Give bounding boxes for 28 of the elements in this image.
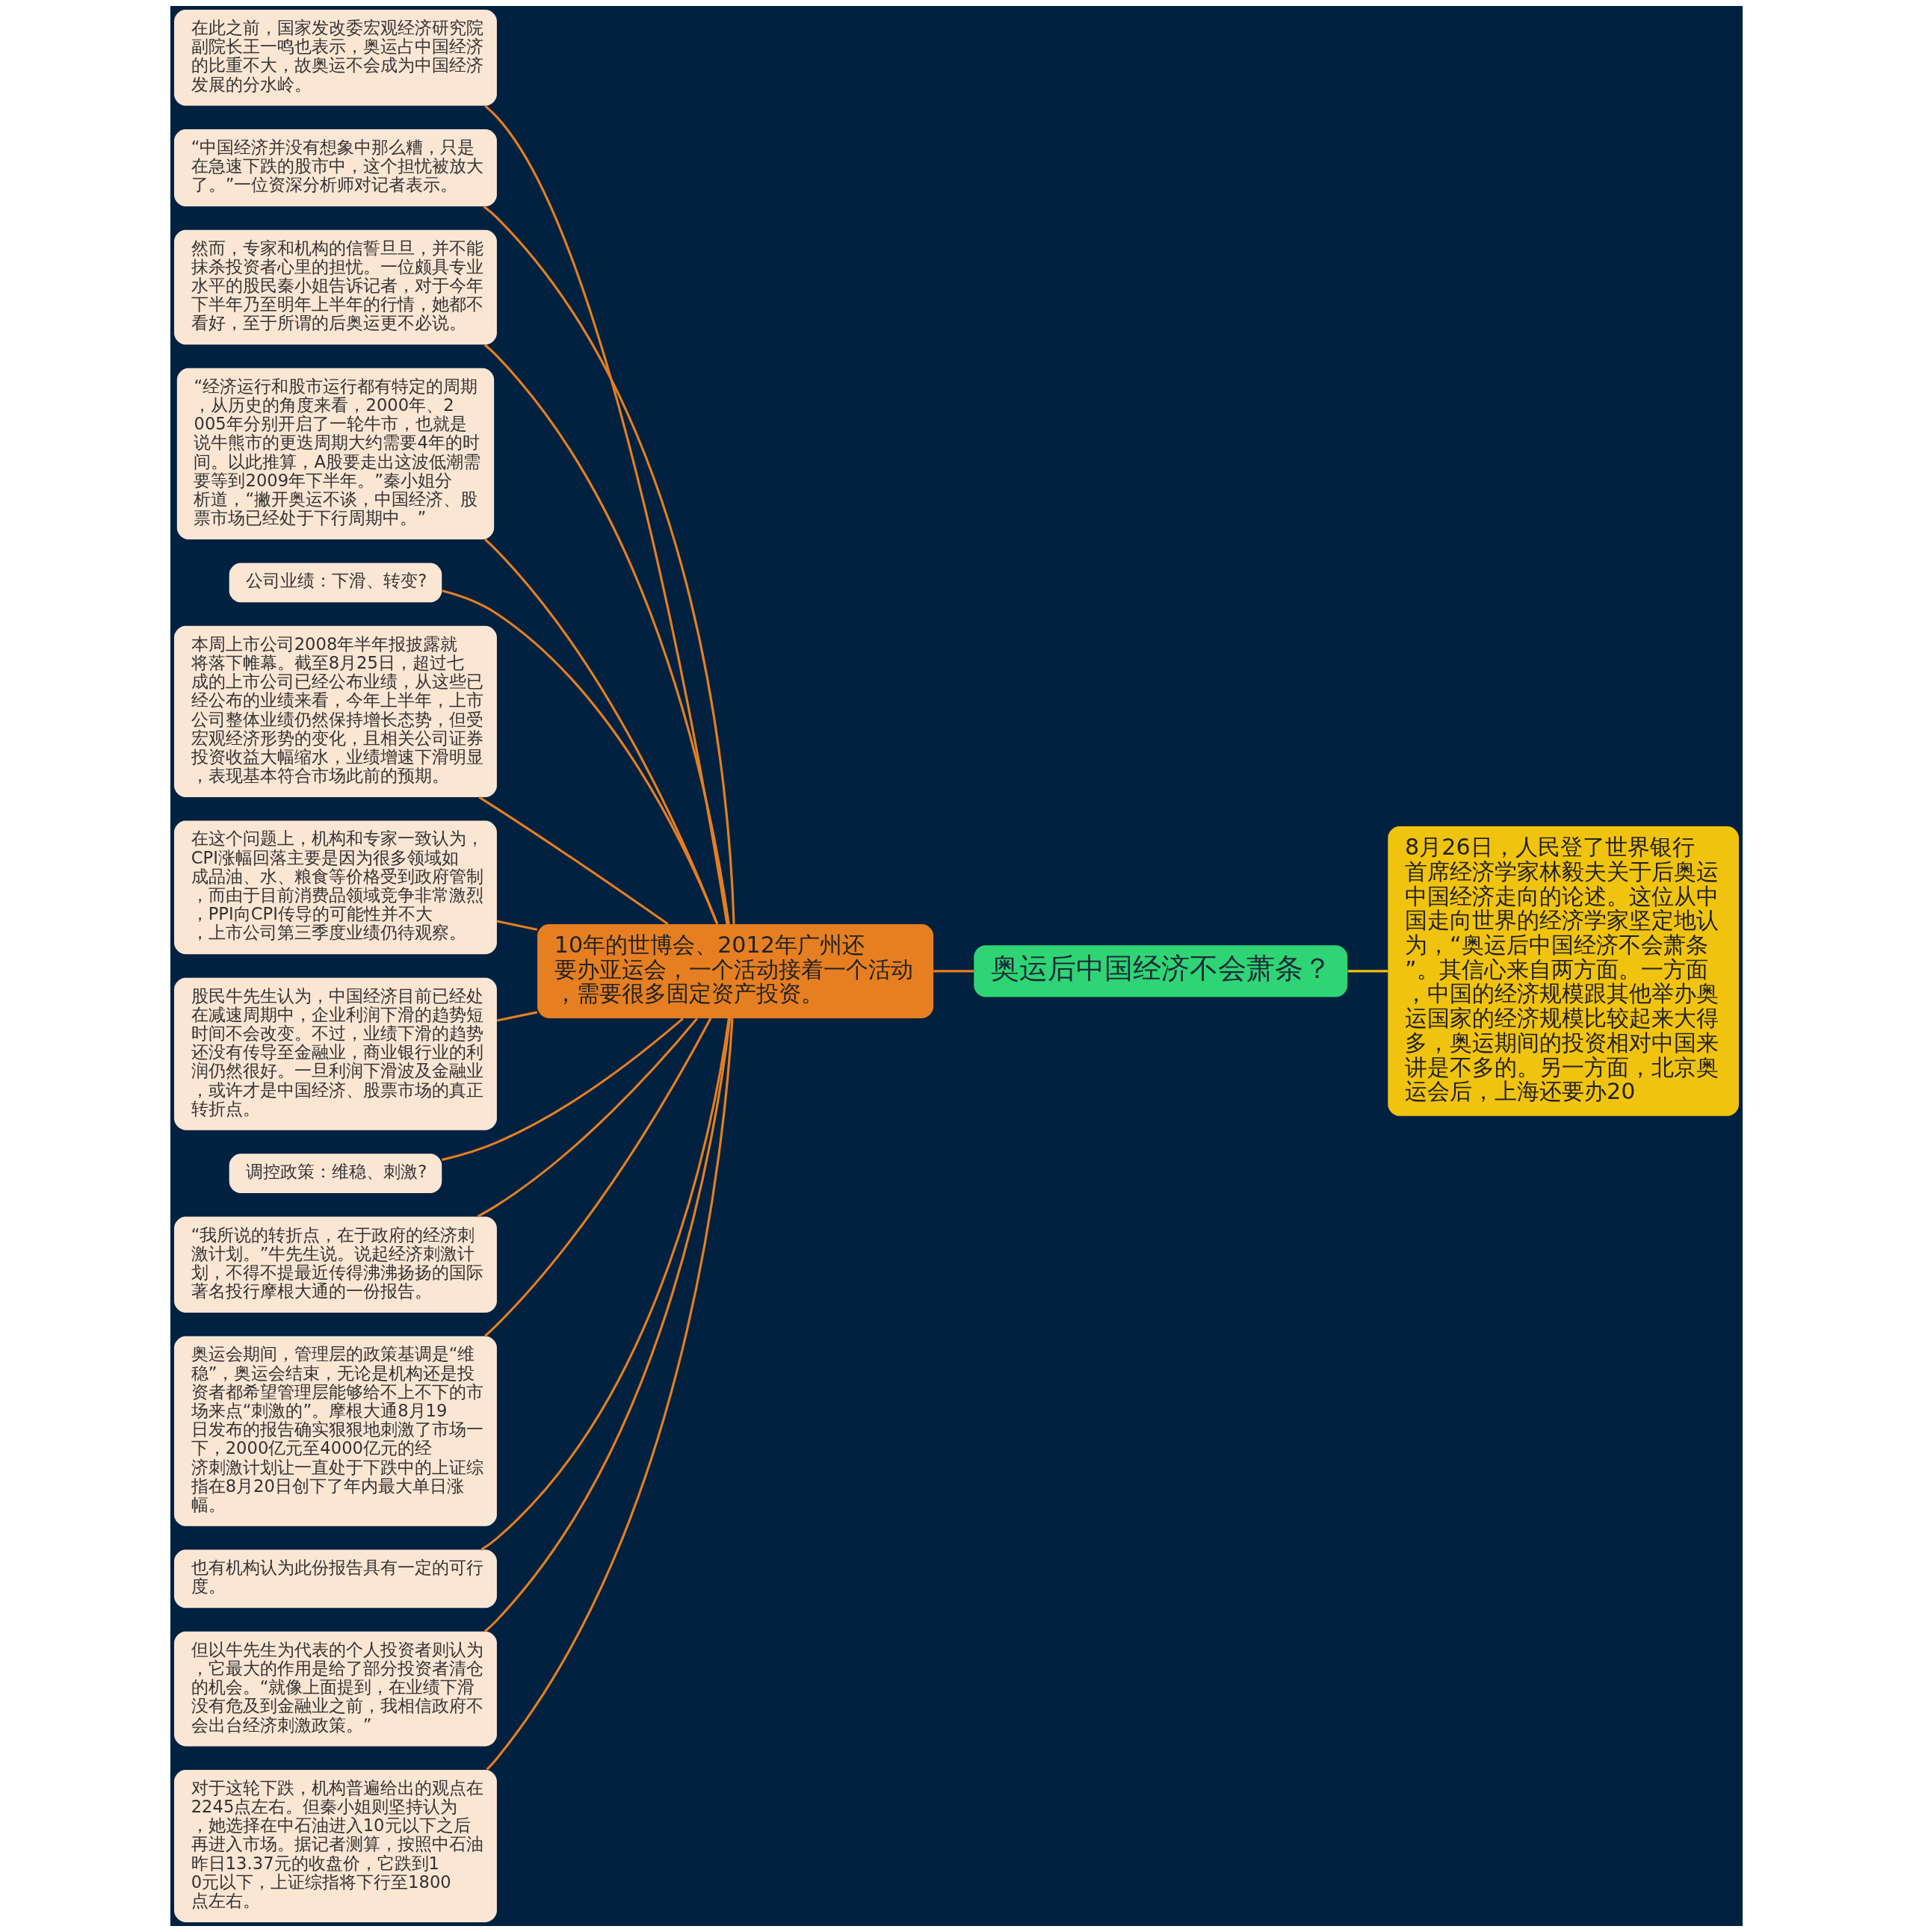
connector (484, 1018, 712, 1337)
node-box: 8月26日，人民登了世界银行首席经济学家林毅夫关于后奥运中国经济走向的论述。这位从中国走向世界的经济学家坚定地认为，“奥运后中国经济不会萧条”。其信心来自两方面。一方面，中国的经济规模跟其他举办奥运国家的经济规模比较起来大得多，奥运期间的投资相对中国来讲是不多的。另一方面，北京奥运会后，上海还要办20 (1388, 826, 1739, 1116)
node-box: 调控政策：维稳、刺激? (229, 1154, 442, 1194)
connector (483, 344, 730, 925)
node-box: 也有机构认为此份报告具有一定的可行度。 (174, 1549, 497, 1609)
node-box: 但以牛先生为代表的个人投资者则认为，它最大的作用是给了部分投资者清仓的机会。“就像上面提到，在业绩下滑没有危及到金融业之前，我相信政府不会出台经济刺激政策。” (174, 1631, 497, 1747)
connector (933, 970, 974, 973)
node-box: 股民牛先生认为，中国经济目前已经处在减速周期中，企业利润下滑的趋势短时间不会改变。不过，业绩下滑的趋势还没有传导至金融业，商业银行业的利润仍然很好。一旦利润下滑波及金融业，或许才是中国经济、股票市场的真正转折点。 (174, 977, 497, 1130)
node-box: 在此之前，国家发改委宏观经济研究院副院长王一鸣也表示，奥运占中国经济的比重不大，故奥运不会成为中国经济发展的分水岭。 (174, 10, 497, 106)
node-box: 在这个问题上，机构和专家一致认为，CPI涨幅回落主要是因为很多领域如成品油、水、粮食等价格受到政府管制，而由于目前消费品领域竞争非常激烈，PPI向CPI传导的可能性并不大，上市公司第三季度业绩仍待观察。 (174, 820, 497, 955)
node-box: “经济运行和股市运行都有特定的周期，从历史的角度来看，2000年、2005年分别开启了一轮牛市，也就是说牛熊市的更迭周期大约需要4年的时间。以此推算，A股要走出这波低潮需要等到2009年下半年。”秦小姐分析道，“撇开奥运不谈，中国经济、股票市场已经处于下行周期中。” (176, 368, 495, 539)
connector (478, 796, 669, 926)
connector (496, 920, 538, 931)
node-box: 然而，专家和机构的信誓旦旦，并不能抹杀投资者心里的担忧。一位颇具专业水平的股民秦小姐告诉记者，对于今年下半年乃至明年上半年的行情，她都不看好，至于所谓的后奥运更不必说。 (174, 229, 497, 345)
connector (442, 1018, 684, 1161)
node-box: “中国经济并没有想象中那么糟，只是在急速下跌的股市中，这个担忧被放大了。”一位资深分析师对记者表示。 (174, 129, 497, 207)
node-box: 奥运会期间，管理层的政策基调是“维稳”，奥运会结束，无论是机构还是投资者都希望管理层能够给不上不下的市场来点“刺激的”。摩根大通8月19日发布的报告确实狠狠地刺激了市场一下，2000亿元至4000亿元的经济刺激计划让一直处于下跌中的上证综指在8月20日创下了年内最大单日涨幅。 (174, 1336, 497, 1526)
connector (442, 589, 719, 925)
node-box: 本周上市公司2008年半年报披露就将落下帷幕。截至8月25日，超过七成的上市公司已经公布业绩，从这些已经公布的业绩来看，今年上半年，上市公司整体业绩仍然保持增长态势，但受宏观经济形势的变化，且相关公司证券投资收益大幅缩水，业绩增速下滑明显，表现基本符合市场此前的预期。 (174, 625, 497, 797)
connector (477, 1018, 699, 1218)
node-box: 奥运后中国经济不会萧条？ (974, 945, 1348, 997)
connector (486, 1018, 734, 1771)
connector (496, 1011, 538, 1022)
node-box: 对于这轮下跌，机构普遍给出的观点在2245点左右。但秦小姐则坚持认为，她选择在中石油进入10元以下之后再进入市场。据记者测算，按照中石油昨日13.37元的收盘价，它跌到10元以下，上证综指将下行至1800点左右。 (174, 1769, 497, 1922)
node-box: “我所说的转折点，在于政府的经济刺激计划。”牛先生说。说起经济刺激计划，不得不提最近传得沸沸扬扬的国际著名投行摩根大通的一份报告。 (174, 1216, 497, 1313)
connector (1347, 970, 1388, 973)
node-box: 10年的世博会、2012年广州还要办亚运会，一个活动接着一个活动，需要很多固定资产投资。 (537, 923, 934, 1018)
node-box: 公司业绩：下滑、转变? (229, 563, 442, 603)
